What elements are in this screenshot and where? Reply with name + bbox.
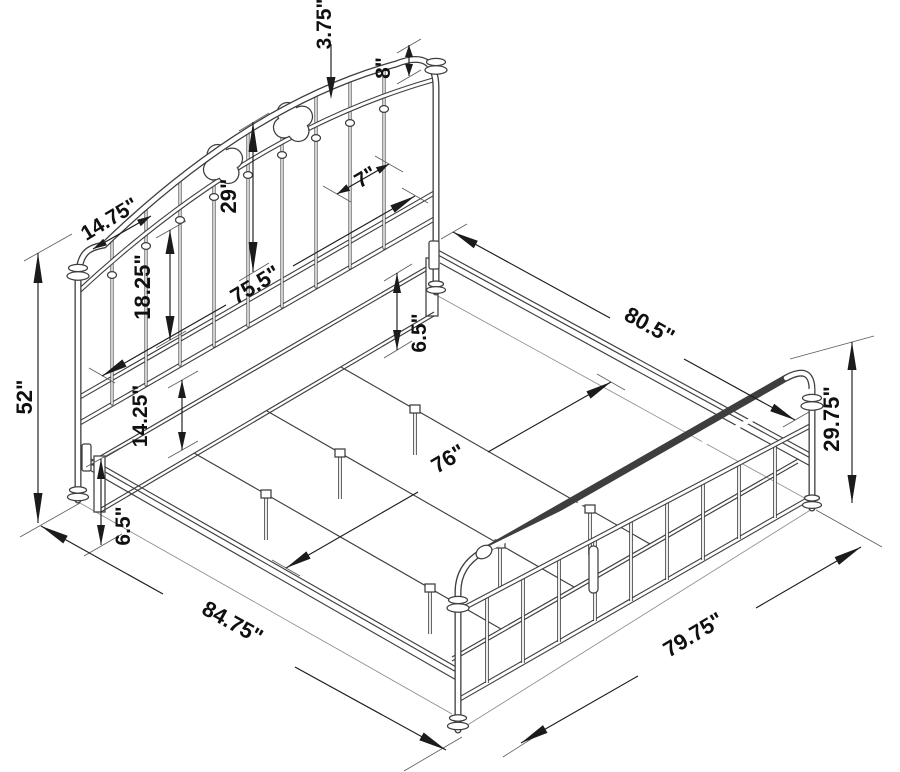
footboard-bars [485,444,777,683]
head-cross-member [89,259,439,467]
dim-label-footboard-width: 79.75" [659,607,728,662]
dim-label-side-rail-length: 80.5" [620,302,679,350]
dim-headboard-top-section-height: 8" [372,38,422,85]
dim-label-headboard-top-section-height: 8" [372,57,395,79]
slat-rail-center [266,410,575,590]
dim-headboard-spindle-spacing: 7" [322,155,404,203]
dim-headboard-upper-spindle-length: 29" [216,112,270,282]
dim-slat-support-width: 76" [271,373,626,577]
side-rail-right [437,249,815,469]
headboard-frame-tube [74,56,440,504]
footboard-post-details [446,393,824,731]
dim-side-rail-floor-clearance: 6.5" [83,447,135,557]
dimension-annotations: 3.75" 8" 29" 7" [12,0,883,772]
dim-platform-drop-below-rail: 6.5" [383,263,431,359]
dim-footboard-width: 79.75" [502,546,862,758]
footboard [446,369,824,734]
rail-hook-slot [588,545,599,594]
slat-rail-right [340,366,651,555]
dim-label-headboard-inner-width: 75.5" [226,260,285,309]
spindle-beads [106,104,390,280]
dim-label-side-rail-floor-clearance: 6.5" [112,506,135,545]
platform-foot-rail [451,458,799,662]
dim-headboard-height: 52" [12,233,81,538]
dim-headboard-top-rail-gap: 3.75" [313,0,336,99]
dim-label-headboard-top-rail-gap: 3.75" [313,0,336,49]
dim-headboard-lower-spindle-length: 18.25" [130,220,187,349]
dim-label-headboard-upper-spindle-length: 29" [216,179,241,214]
dim-lower-rail-to-side-rail: 14.25" [129,370,199,459]
headboard-post-details [66,57,448,502]
drop-plate-left [93,455,106,513]
dim-label-slat-support-width: 76" [427,439,470,478]
dim-footboard-height: 29.75" [789,335,883,548]
headboard-lower-rails [75,189,439,427]
dim-label-platform-drop-below-rail: 6.5" [408,313,431,352]
dim-label-headboard-spindle-spacing: 7" [350,162,380,193]
side-rail-left [85,455,459,682]
platform-head-rail [100,311,435,513]
dim-label-footboard-height: 29.75" [819,386,844,451]
floor-lines [79,295,813,732]
dim-label-lower-rail-to-side-rail: 14.25" [129,385,152,448]
dim-label-headboard-lower-spindle-length: 18.25" [130,254,155,319]
dim-label-headboard-height: 52" [12,380,37,415]
